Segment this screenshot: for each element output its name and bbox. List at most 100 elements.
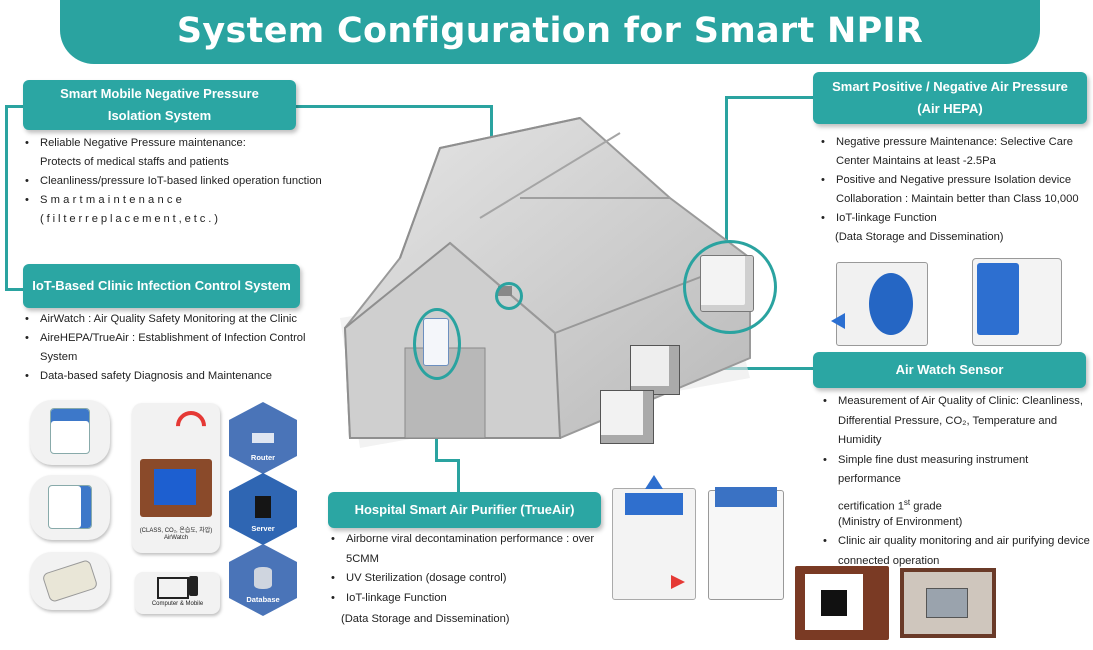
computer-bubble: Computer & Mobile bbox=[135, 572, 220, 614]
trueair-header-text: Hospital Smart Air Purifier (TrueAir) bbox=[354, 502, 575, 517]
list-item: Collaboration : Maintain better than Cla… bbox=[836, 193, 1079, 205]
computer-icon bbox=[157, 577, 189, 599]
computer-label: Computer & Mobile bbox=[151, 601, 204, 607]
list-item: IoT-linkage Function bbox=[818, 209, 1090, 228]
list-item: Reliable Negative Pressure maintenance: bbox=[22, 134, 332, 153]
list-item: Measurement of Air Quality of Clinic: Cl… bbox=[820, 392, 1092, 412]
airwatch-screen bbox=[154, 469, 196, 505]
list-item: Differential Pressure, CO₂, Temperature … bbox=[838, 414, 1058, 427]
wifi-icon bbox=[169, 404, 213, 448]
database-label: Database bbox=[246, 595, 280, 604]
server-icon bbox=[255, 496, 271, 518]
connector-line bbox=[725, 96, 728, 244]
connector-line bbox=[296, 105, 491, 108]
server-hex: Server bbox=[229, 473, 297, 545]
connector-line bbox=[457, 459, 460, 493]
list-item: UV Sterilization (dosage control) bbox=[328, 569, 608, 589]
isolation-bullets: Reliable Negative Pressure maintenance: … bbox=[22, 134, 332, 229]
airhepa-header: Smart Positive / Negative Air Pressure (… bbox=[813, 72, 1087, 124]
list-item: System bbox=[40, 351, 78, 363]
airhepa-bullets: Negative pressure Maintenance: Selective… bbox=[818, 133, 1090, 247]
list-item: Smartmaintenance bbox=[22, 191, 332, 210]
mobile-icon bbox=[189, 576, 198, 596]
airwatch-board bbox=[926, 588, 968, 618]
trueair-header: Hospital Smart Air Purifier (TrueAir) bbox=[328, 492, 601, 528]
tent-airhepa-box bbox=[700, 255, 754, 312]
list-item: Simple fine dust measuring instrument pe… bbox=[820, 451, 1092, 490]
tent-trueair-box bbox=[423, 318, 449, 366]
router-hex: Router bbox=[229, 402, 297, 474]
isolation-header-line2: Isolation System bbox=[107, 108, 212, 123]
isolation-header-line1: Smart Mobile Negative Pressure bbox=[60, 86, 259, 101]
list-item: Data-based safety Diagnosis and Maintena… bbox=[22, 367, 322, 386]
airwatch-header-text: Air Watch Sensor bbox=[895, 362, 1004, 377]
airwatch-bubble: (CLASS, CO₂, 온습도, 차압) AirWatch bbox=[132, 403, 220, 553]
arrow-icon bbox=[831, 313, 845, 329]
title-banner: System Configuration for Smart NPIR bbox=[60, 0, 1040, 64]
airwatch-label: AirWatch bbox=[163, 535, 189, 541]
airwatch-internal-image bbox=[900, 568, 996, 638]
list-item: Clinic air quality monitoring and air pu… bbox=[820, 532, 1092, 552]
list-item: Airborne viral decontamination performan… bbox=[328, 530, 608, 550]
airhepa-header-line2: (Air HEPA) bbox=[917, 101, 983, 116]
iot-header: IoT-Based Clinic Infection Control Syste… bbox=[23, 264, 300, 308]
router-icon bbox=[252, 433, 274, 443]
list-item: Protects of medical staffs and patients bbox=[40, 156, 229, 168]
connector-line bbox=[435, 459, 459, 462]
database-icon bbox=[254, 567, 272, 589]
tent-trueair-device bbox=[413, 308, 461, 380]
router-label: Router bbox=[250, 453, 276, 462]
trueair-bullets: Airborne viral decontamination performan… bbox=[328, 530, 608, 630]
list-item: certification 1st grade bbox=[820, 490, 1092, 517]
list-item: Positive and Negative pressure Isolation… bbox=[818, 171, 1090, 190]
tent-airwatch-sensor bbox=[495, 282, 523, 310]
tent-airhepa-device bbox=[683, 240, 777, 334]
list-item: Cleanliness/pressure IoT-based linked op… bbox=[22, 172, 332, 191]
iot-bullets: AirWatch : Air Quality Safety Monitoring… bbox=[22, 310, 322, 386]
trueair-thumb-icon bbox=[50, 408, 90, 454]
device-bubble-trueair bbox=[30, 400, 110, 465]
connector-line bbox=[5, 105, 8, 290]
trueair-unit-image bbox=[708, 487, 784, 600]
airwatch-bullets: Measurement of Air Quality of Clinic: Cl… bbox=[820, 392, 1092, 571]
airhepa-open-unit-image bbox=[831, 262, 928, 346]
airhepa-thumb-icon bbox=[48, 485, 92, 529]
airhepa-unit-image bbox=[972, 258, 1062, 346]
sensor-thumb-icon bbox=[41, 559, 99, 603]
airwatch-display bbox=[821, 590, 847, 616]
trueair-unit-top bbox=[715, 487, 777, 507]
list-item: (filterreplacement,etc.) bbox=[40, 213, 221, 225]
list-item: (Ministry of Environment) bbox=[838, 515, 963, 528]
device-bubble-airhepa bbox=[30, 475, 110, 540]
list-item: Humidity bbox=[838, 434, 882, 446]
list-item: connected operation bbox=[838, 554, 940, 567]
list-item: Negative pressure Maintenance: Selective… bbox=[818, 133, 1090, 152]
connector-line bbox=[5, 105, 25, 108]
airwatch-device-image bbox=[795, 566, 889, 640]
list-item: (Data Storage and Dissemination) bbox=[835, 231, 1004, 243]
connector-line bbox=[725, 96, 815, 99]
up-arrow-icon bbox=[645, 475, 663, 489]
tent-unit-lower bbox=[600, 390, 654, 444]
database-hex: Database bbox=[229, 544, 297, 616]
tent-unit-upper bbox=[630, 345, 680, 395]
airwatch-small-label: (CLASS, CO₂, 온습도, 차압) bbox=[139, 528, 213, 534]
cert-text: certification 1 bbox=[838, 500, 904, 513]
list-item: Center Maintains at least -2.5Pa bbox=[836, 155, 996, 167]
airwatch-front-panel bbox=[805, 574, 863, 630]
intake-arrow-icon bbox=[671, 575, 685, 589]
list-item: (Data Storage and Dissemination) bbox=[341, 613, 510, 625]
trueair-top-vent bbox=[625, 493, 683, 515]
cert-superscript: st bbox=[903, 497, 911, 507]
iot-header-text: IoT-Based Clinic Infection Control Syste… bbox=[32, 278, 291, 293]
airhepa-header-line1: Smart Positive / Negative Air Pressure bbox=[832, 79, 1068, 94]
trueair-cutaway-image bbox=[612, 475, 696, 600]
server-label: Server bbox=[251, 524, 275, 533]
connector-line bbox=[5, 288, 25, 291]
airwatch-header: Air Watch Sensor bbox=[813, 352, 1086, 388]
airhepa-blue-panel bbox=[977, 263, 1019, 335]
list-item: AirWatch : Air Quality Safety Monitoring… bbox=[22, 310, 322, 329]
list-item: IoT-linkage Function bbox=[328, 589, 608, 609]
isolation-header: Smart Mobile Negative Pressure Isolation… bbox=[23, 80, 296, 130]
page-title: System Configuration for Smart NPIR bbox=[176, 11, 924, 51]
